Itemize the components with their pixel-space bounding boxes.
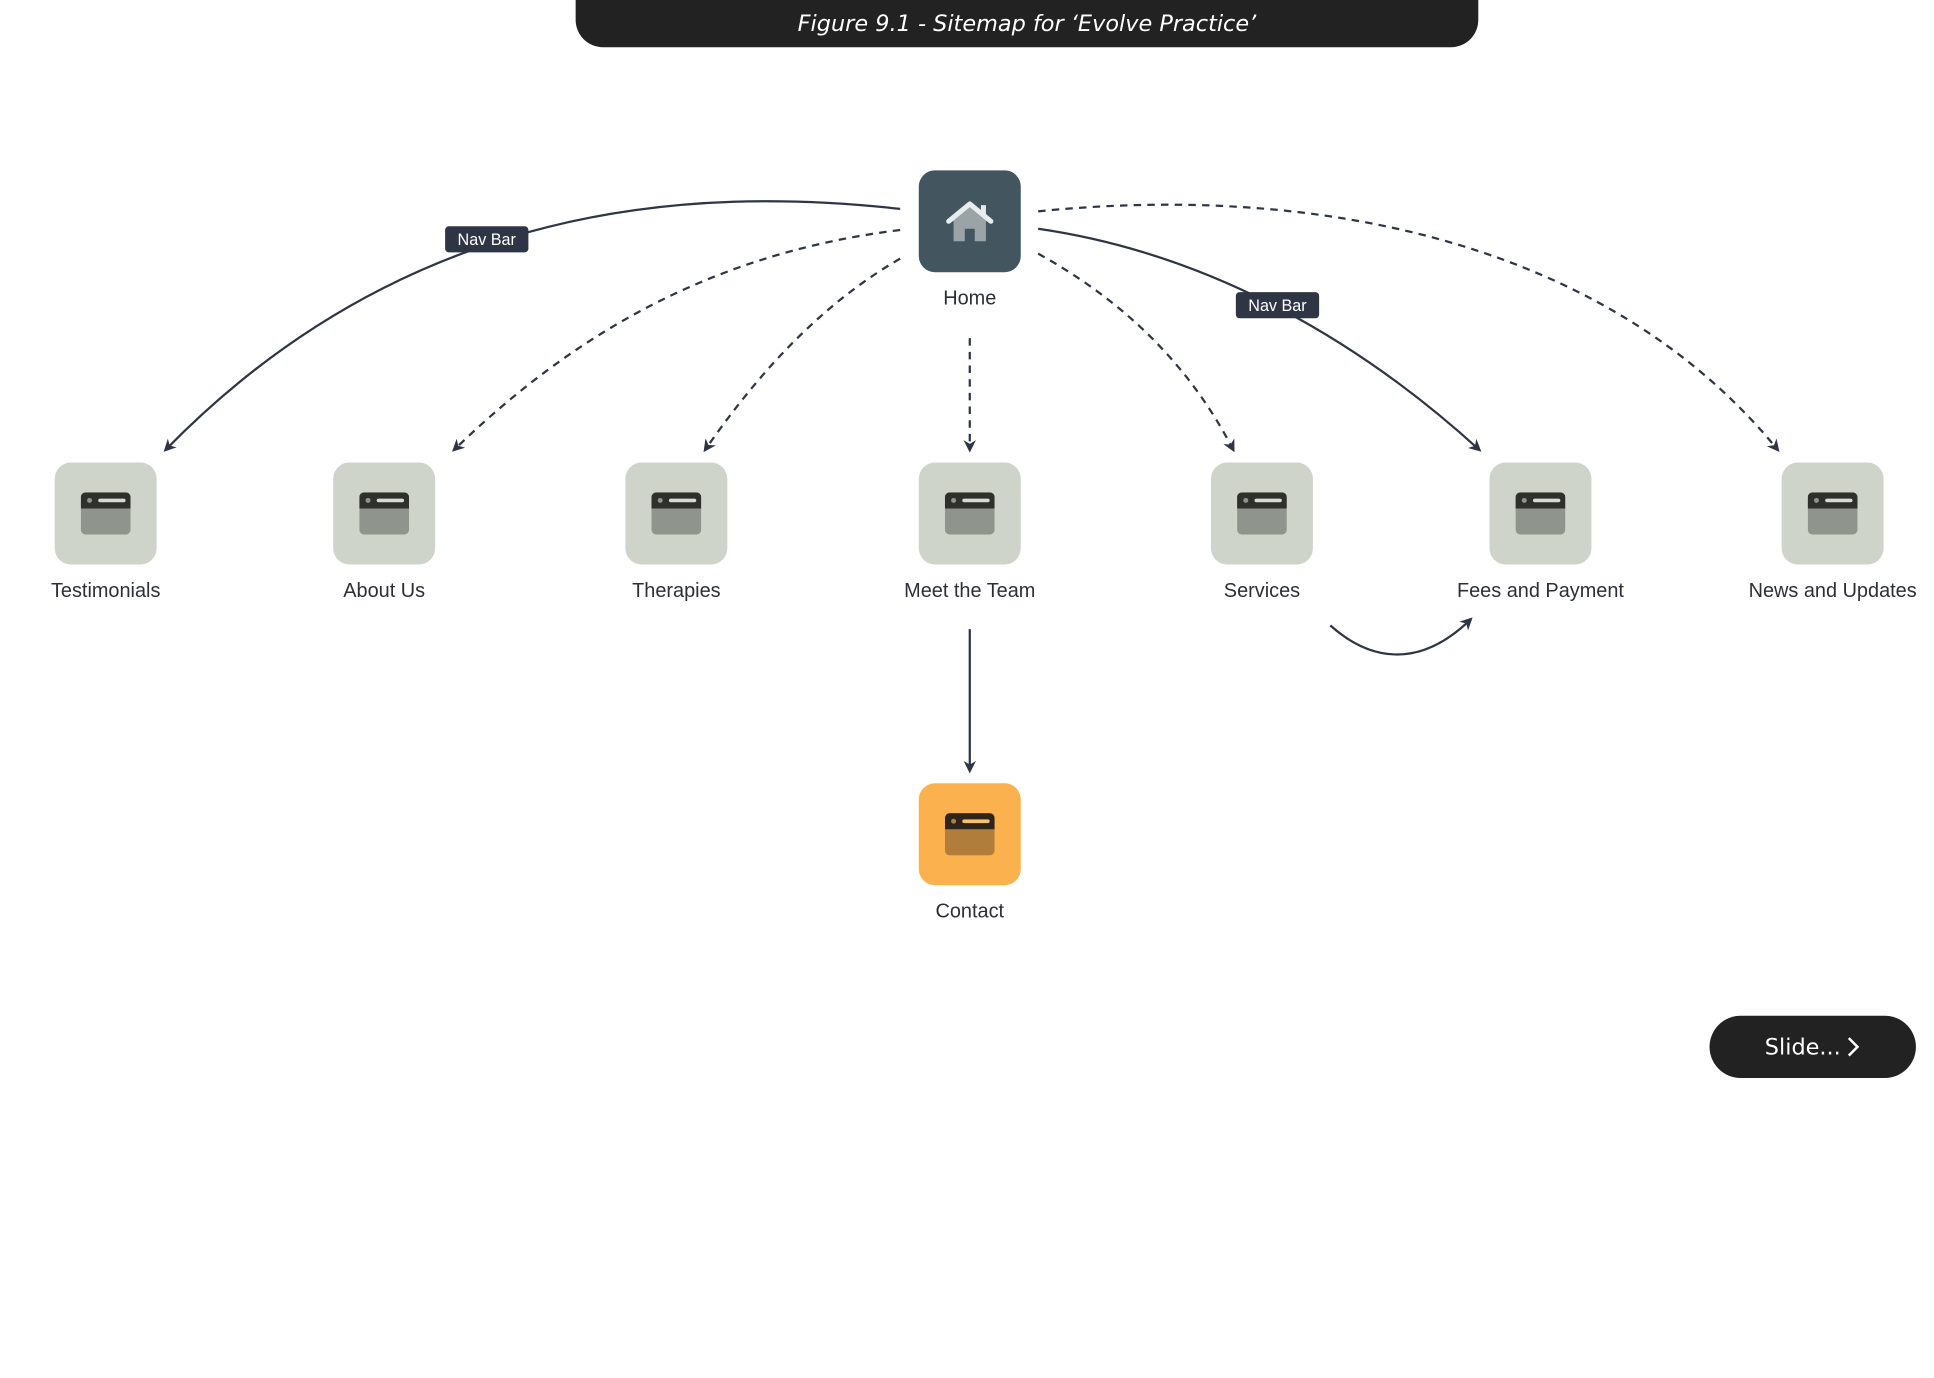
nav-bar-tag-left: Nav Bar xyxy=(445,226,529,253)
page-window-icon xyxy=(1515,492,1566,535)
page-window-icon xyxy=(944,813,995,856)
team-label: Meet the Team xyxy=(904,580,1036,602)
edge-home-testimonials xyxy=(163,200,901,452)
slide-button[interactable]: Slide... xyxy=(1709,1015,1916,1078)
page-window-icon xyxy=(1237,492,1287,535)
about-node[interactable] xyxy=(333,462,436,565)
testimonials-label: Testimonials xyxy=(50,580,161,602)
contact-node[interactable] xyxy=(918,783,1021,886)
edge-home-services xyxy=(1037,252,1235,453)
chevron-right-icon xyxy=(1847,1037,1859,1057)
page-window-icon xyxy=(1807,492,1858,535)
edge-services-fees xyxy=(1329,617,1473,656)
testimonials-node[interactable] xyxy=(54,462,157,565)
contact-label: Contact xyxy=(935,901,1005,923)
therapies-label: Therapies xyxy=(632,580,721,602)
team-node[interactable] xyxy=(918,462,1021,565)
page-window-icon xyxy=(359,492,410,535)
news-node[interactable] xyxy=(1781,462,1884,565)
page-window-icon xyxy=(944,492,995,535)
edge-home-about xyxy=(452,228,901,452)
nav-bar-tag-right: Nav Bar xyxy=(1235,292,1320,319)
news-label: News and Updates xyxy=(1748,580,1917,602)
sitemap-edges xyxy=(163,200,1780,774)
home-node[interactable] xyxy=(918,170,1021,273)
fees-node[interactable] xyxy=(1489,462,1592,565)
house-icon xyxy=(946,201,994,242)
home-label: Home xyxy=(943,288,997,310)
figure-title: Figure 9.1 - Sitemap for ‘Evolve Practic… xyxy=(575,0,1479,48)
edge-home-fees xyxy=(1037,227,1482,452)
page-window-icon xyxy=(651,492,702,535)
services-node[interactable] xyxy=(1210,462,1313,565)
page-window-icon xyxy=(80,492,131,535)
services-label: Services xyxy=(1223,580,1301,602)
edge-home-news xyxy=(1038,203,1780,453)
about-label: About Us xyxy=(343,580,426,602)
fees-label: Fees and Payment xyxy=(1456,580,1624,602)
therapies-node[interactable] xyxy=(625,462,728,565)
slide-button-label: Slide... xyxy=(1764,1033,1841,1060)
edge-home-therapies xyxy=(703,257,901,453)
